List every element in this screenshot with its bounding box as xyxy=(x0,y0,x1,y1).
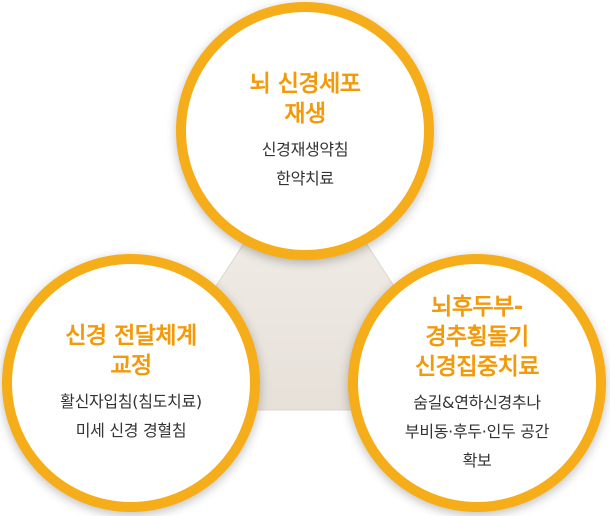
left-desc-line: 미세 신경 경혈침 xyxy=(75,421,187,440)
top-desc-line: 신경재생약침 xyxy=(261,140,349,159)
left-title-line: 교정 xyxy=(110,353,152,379)
circle-right: 뇌후두부- 경추횡돌기 신경집중치료 숨길&연하신경추나 부비동·후두·인두 공… xyxy=(348,254,606,512)
right-title: 뇌후두부- 경추횡돌기 신경집중치료 xyxy=(415,292,539,382)
top-title: 뇌 신경세포 재생 xyxy=(250,69,361,129)
right-title-line: 뇌후두부- xyxy=(431,293,523,320)
right-desc: 숨길&연하신경추나 부비동·후두·인두 공간 확보 xyxy=(405,388,549,475)
left-title-line: 신경 전달체계 xyxy=(65,323,197,349)
right-desc-line: 부비동·후두·인두 공간 xyxy=(404,421,550,441)
right-desc-line: 숨길&연하신경추나 xyxy=(413,392,541,412)
circle-left: 신경 전달체계 교정 활신자입침(침도치료) 미세 신경 경혈침 xyxy=(2,254,260,512)
right-title-line: 신경집중치료 xyxy=(415,353,539,380)
top-title-line: 뇌 신경세포 xyxy=(249,71,361,97)
left-desc-line: 활신자입침(침도치료) xyxy=(60,392,202,411)
right-desc-line: 확보 xyxy=(462,450,492,470)
circle-top: 뇌 신경세포 재생 신경재생약침 한약치료 xyxy=(176,2,434,260)
top-desc-line: 한약치료 xyxy=(276,169,334,188)
left-desc: 활신자입침(침도치료) 미세 신경 경혈침 xyxy=(60,387,202,445)
top-desc: 신경재생약침 한약치료 xyxy=(262,135,349,193)
left-title: 신경 전달체계 교정 xyxy=(65,321,197,381)
top-title-line: 재생 xyxy=(284,101,326,127)
right-title-line: 경추횡돌기 xyxy=(425,323,529,350)
